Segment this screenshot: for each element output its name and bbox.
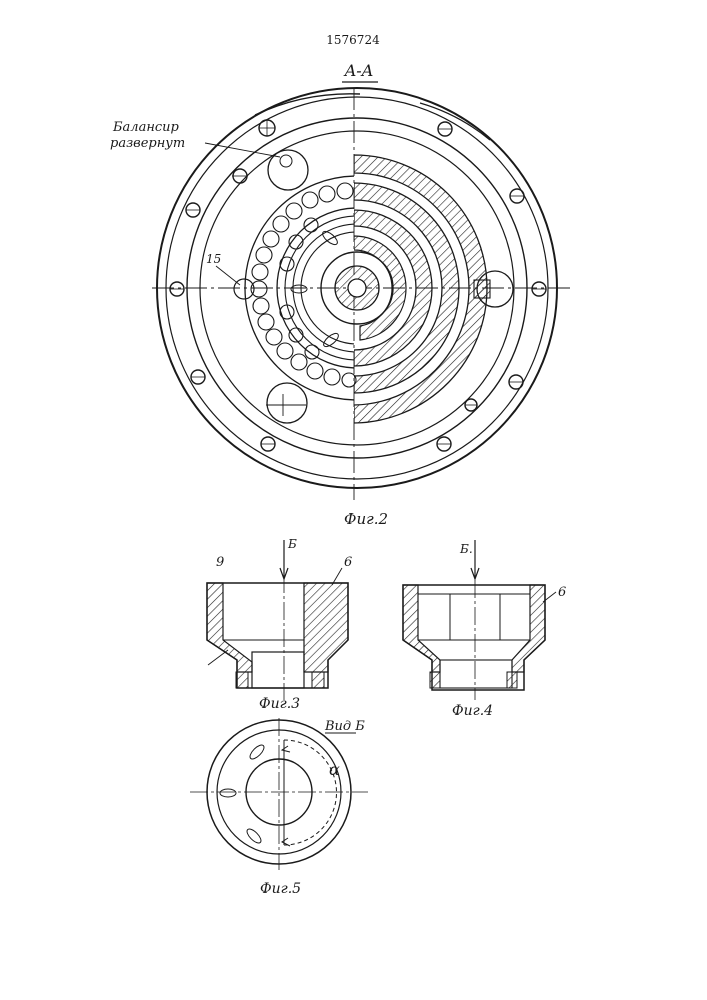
caption-fig-2: Фиг.2 bbox=[344, 510, 388, 528]
figure-2: A-A bbox=[152, 61, 570, 500]
caption-fig-3: Фиг.3 bbox=[259, 696, 300, 712]
balancer-bottom bbox=[267, 383, 307, 423]
fig3-view-arrow-b: Б bbox=[287, 537, 297, 551]
fig3-part-9: 9 bbox=[216, 555, 224, 570]
callout-line-1: Балансир bbox=[112, 120, 180, 135]
section-label-a-a: A-A bbox=[343, 61, 374, 80]
callout-line-2: развернут bbox=[110, 136, 185, 151]
fig4-view-arrow-b: Б. bbox=[459, 542, 473, 556]
fig5-angle-label: α bbox=[329, 760, 340, 779]
caption-fig-5: Фиг.5 bbox=[260, 881, 301, 897]
figure-5 bbox=[190, 718, 368, 870]
fig4-part-6: 6 bbox=[558, 585, 566, 600]
fig5-view-title: Вид Б bbox=[324, 719, 365, 734]
patent-number: 1576724 bbox=[326, 33, 380, 47]
caption-fig-4: Фиг.4 bbox=[452, 703, 493, 719]
figure-3 bbox=[207, 540, 348, 700]
figure-4 bbox=[403, 540, 556, 700]
fig3-part-6: 6 bbox=[344, 555, 352, 570]
part-number-15: 15 bbox=[206, 252, 221, 266]
